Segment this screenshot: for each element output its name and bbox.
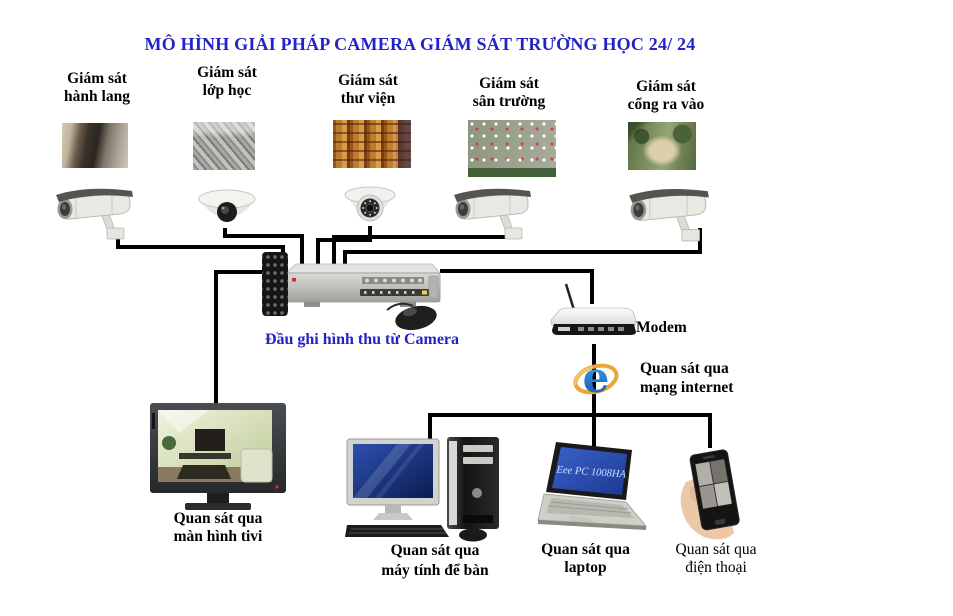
modem-router [550, 283, 637, 335]
photo-library [333, 120, 411, 168]
photo-gate [628, 122, 696, 170]
laptop-label: Quan sát qua laptop [541, 541, 630, 576]
desktop-label: Quan sát qua máy tính để bàn [381, 542, 489, 579]
dvr-recorder [284, 263, 441, 307]
mouse [386, 302, 437, 331]
photo-schoolyard [468, 120, 556, 177]
tv-label: Quan sát qua màn hình tivi [173, 510, 263, 545]
bullet-camera-icon [629, 188, 709, 242]
diagram-title: MÔ HÌNH GIẢI PHÁP CAMERA GIÁM SÁT TRƯỜNG… [144, 34, 696, 54]
internet-explorer-icon: e [573, 353, 619, 402]
zone-label-cong-ra-vao: Giám sát cổng ra vào [627, 78, 705, 113]
tv-monitor [150, 403, 286, 510]
modem-label: Modem [636, 319, 687, 336]
bullet-camera-icon [56, 188, 133, 240]
photo-classroom [193, 122, 255, 170]
desktop-computer [345, 437, 499, 542]
laptop-screen-text: Eee PC 1008HA [555, 465, 627, 481]
laptop-computer: Eee PC 1008HA [537, 442, 648, 530]
dome-camera-icon [198, 189, 256, 222]
smartphone-in-hand [680, 449, 740, 540]
internet-label: Quan sát qua mạng internet [640, 360, 734, 396]
zone-label-lop-hoc: Giám sát lớp học [197, 64, 257, 99]
zone-label-hanh-lang: Giám sát hành lang [64, 70, 130, 105]
photo-hallway [62, 123, 128, 168]
remote-control [262, 252, 288, 316]
zone-label-san-truong: Giám sát sân trường [472, 75, 546, 110]
dvr-label: Đầu ghi hình thu từ Camera [264, 331, 460, 348]
eyeball-camera-icon [344, 186, 396, 222]
bullet-camera-icon [454, 188, 531, 240]
phone-label: Quan sát qua điện thoại [675, 541, 757, 576]
svg-text:e: e [583, 353, 610, 402]
zone-label-thu-vien: Giám sát thư viện [338, 72, 398, 107]
